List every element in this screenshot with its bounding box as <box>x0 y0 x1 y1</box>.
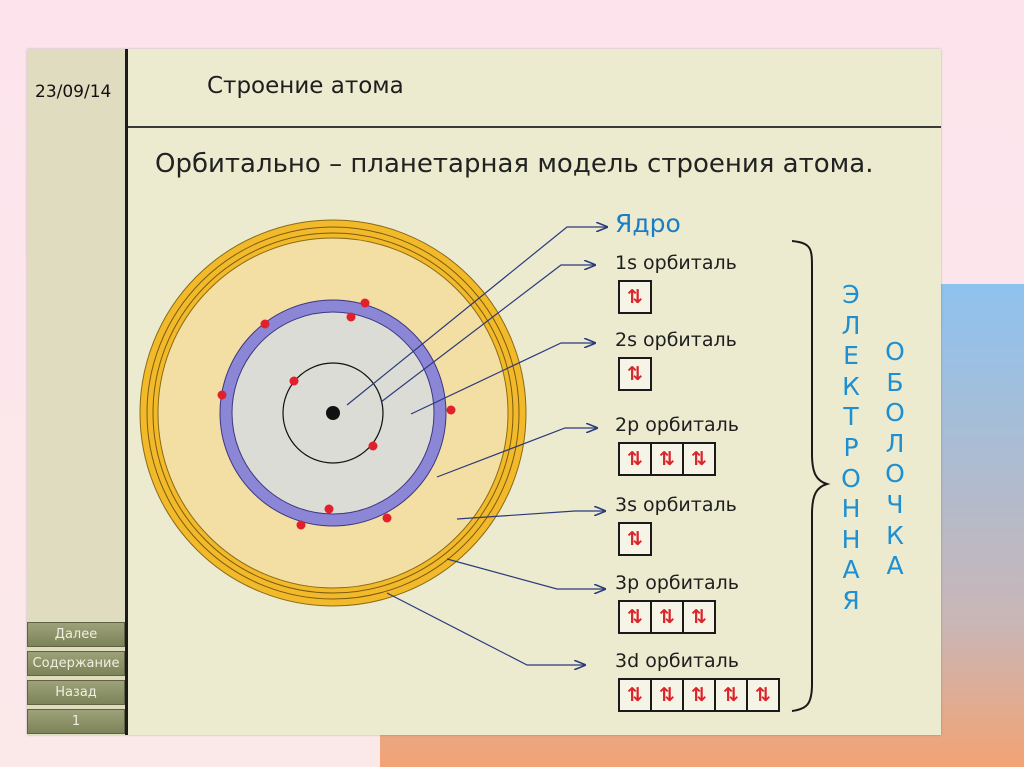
vertical-letter: О <box>880 398 910 429</box>
nucleus-label: Ядро <box>615 209 681 238</box>
vertical-letter: Н <box>836 494 866 525</box>
electron <box>347 313 356 322</box>
orbital-cells-3d: ⇅ ⇅ ⇅ ⇅ ⇅ <box>618 678 778 712</box>
orbital-label-1s: 1s орбиталь <box>615 252 737 274</box>
vertical-letter: Э <box>836 280 866 311</box>
vertical-letter: Ч <box>880 490 910 521</box>
orbital-cell: ⇅ <box>618 280 652 314</box>
orbital-cell: ⇅ <box>682 442 716 476</box>
orbital-cell: ⇅ <box>618 678 652 712</box>
vertical-letter: К <box>836 372 866 403</box>
vertical-letter: А <box>836 555 866 586</box>
vertical-letter: Н <box>836 525 866 556</box>
electron <box>361 299 370 308</box>
vertical-letter: Л <box>880 429 910 460</box>
electron <box>290 377 299 386</box>
vertical-letter: Р <box>836 433 866 464</box>
orbital-cell: ⇅ <box>746 678 780 712</box>
orbital-cells-2s: ⇅ <box>618 357 650 391</box>
atom-diagram <box>27 49 941 735</box>
orbital-cell: ⇅ <box>618 357 652 391</box>
vertical-letter: О <box>880 459 910 490</box>
electron <box>383 514 392 523</box>
orbital-cell: ⇅ <box>618 442 652 476</box>
orbital-cell: ⇅ <box>682 600 716 634</box>
brace <box>792 241 827 711</box>
electron <box>297 521 306 530</box>
orbital-cell: ⇅ <box>650 442 684 476</box>
orbital-cell: ⇅ <box>714 678 748 712</box>
slide: 23/09/14 Строение атома Орбитально – пла… <box>27 49 941 735</box>
orbital-cells-3s: ⇅ <box>618 522 650 556</box>
orbital-label-3d: 3d орбиталь <box>615 650 739 672</box>
nucleus <box>326 406 340 420</box>
vertical-letter: Б <box>880 368 910 399</box>
vertical-letter: Е <box>836 341 866 372</box>
orbital-label-2s: 2s орбиталь <box>615 329 737 351</box>
vertical-letter: Т <box>836 402 866 433</box>
orbital-label-3s: 3s орбиталь <box>615 494 737 516</box>
vertical-letter: А <box>880 551 910 582</box>
vertical-letter: О <box>836 464 866 495</box>
orbital-label-3p: 3p орбиталь <box>615 572 739 594</box>
electron <box>447 406 456 415</box>
vertical-letter: К <box>880 521 910 552</box>
vertical-letter: О <box>880 337 910 368</box>
electron <box>369 442 378 451</box>
orbital-cell: ⇅ <box>618 522 652 556</box>
vertical-letter: Я <box>836 586 866 617</box>
orbital-cell: ⇅ <box>618 600 652 634</box>
orbital-cell: ⇅ <box>682 678 716 712</box>
electron <box>261 320 270 329</box>
vertical-letter: Л <box>836 311 866 342</box>
electron <box>218 391 227 400</box>
pointer-3p <box>447 559 605 589</box>
orbital-cell: ⇅ <box>650 600 684 634</box>
pointer-3d <box>387 593 585 665</box>
orbital-cells-2p: ⇅ ⇅ ⇅ <box>618 442 714 476</box>
orbital-label-2p: 2p орбиталь <box>615 414 739 436</box>
orbital-cells-3p: ⇅ ⇅ ⇅ <box>618 600 714 634</box>
orbital-cell: ⇅ <box>650 678 684 712</box>
orbital-cells-1s: ⇅ <box>618 280 650 314</box>
electron <box>325 505 334 514</box>
